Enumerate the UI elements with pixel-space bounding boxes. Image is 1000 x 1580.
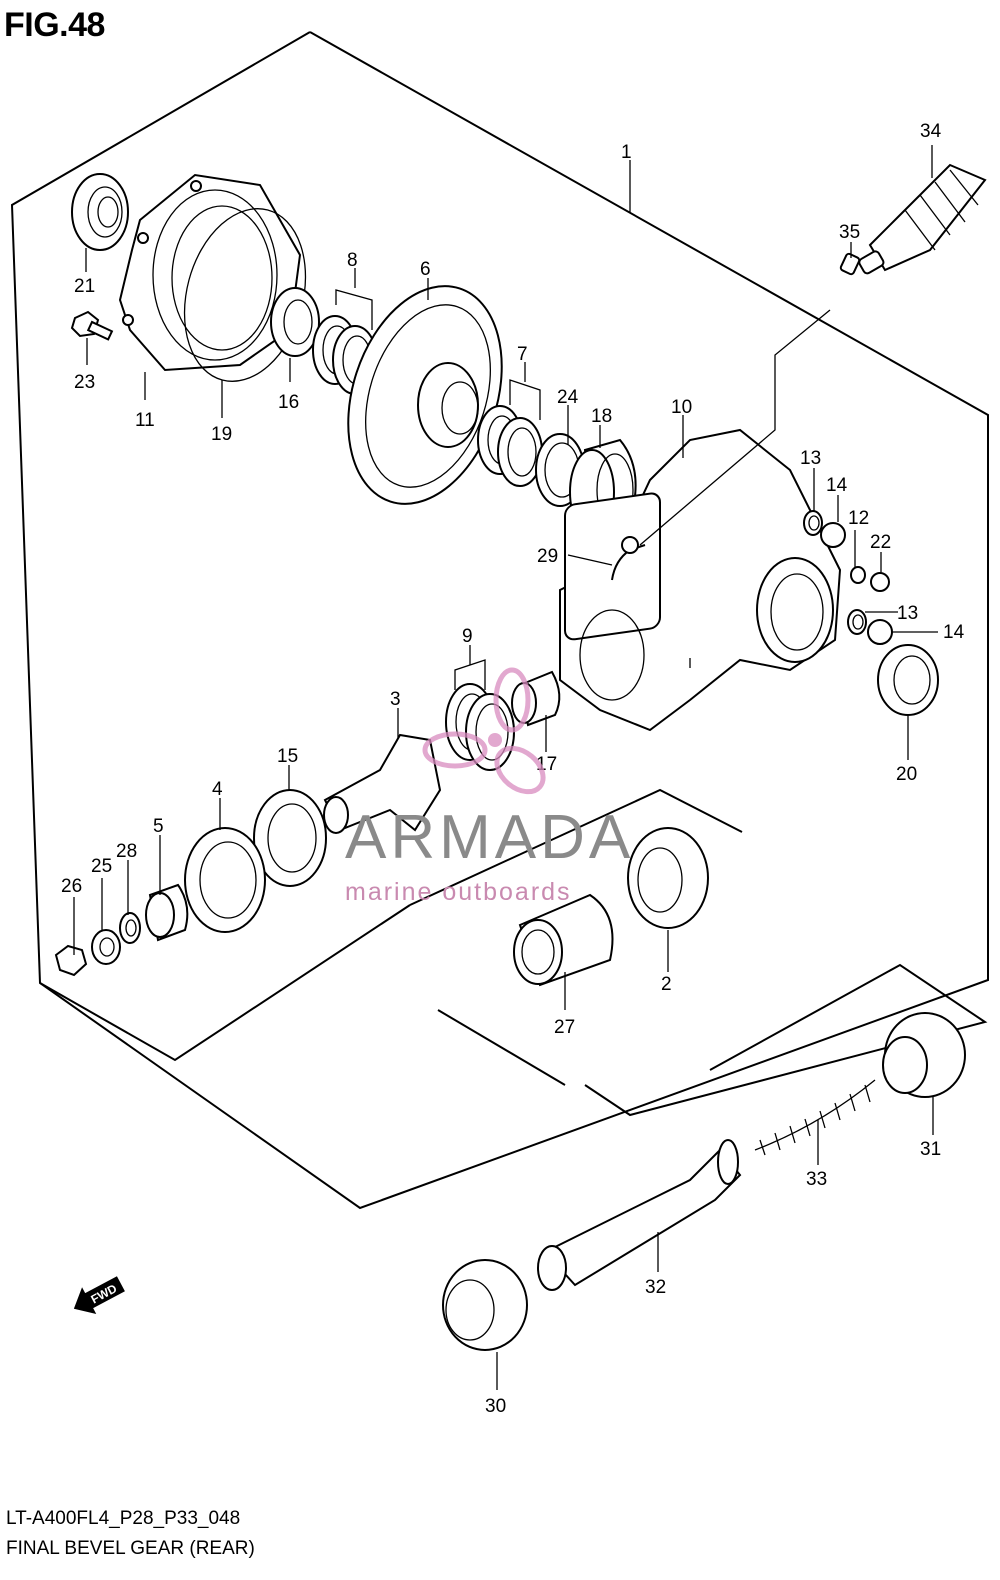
- callout-part-12: 12: [848, 508, 869, 529]
- callout-part-31: 31: [920, 1139, 941, 1160]
- leader-lines: [73, 145, 938, 1390]
- pinion-group-frame: [409, 788, 743, 906]
- callout-part-26: 26: [61, 876, 82, 897]
- callout-numbers: 1234567891011121313141415161718192021222…: [61, 121, 965, 1417]
- callout-part-19: 19: [211, 424, 232, 445]
- part-3-pinion-gear: [323, 733, 442, 834]
- part-16-bearing: [270, 287, 320, 357]
- part-20-oil-seal: [877, 644, 939, 716]
- part-31-cap: [882, 1012, 966, 1098]
- callout-part-24: 24: [557, 387, 579, 408]
- callout-part-18: 18: [591, 406, 612, 427]
- part-6-ring-gear: [347, 285, 503, 505]
- part-21-oil-seal: [71, 173, 129, 251]
- part-13-oil-seal-lower: [847, 609, 867, 635]
- callout-part-9: 9: [462, 626, 473, 647]
- assembly-frame: [10, 31, 989, 1210]
- callout-part-27: 27: [554, 1017, 575, 1038]
- callout-part-16: 16: [278, 392, 299, 413]
- callout-part-10: 10: [671, 397, 692, 418]
- part-10-gear-case: [559, 428, 842, 732]
- part-30-cap: [442, 1259, 528, 1351]
- callout-part-1: 1: [621, 142, 632, 163]
- watermark-tagline: marine outboards: [345, 878, 572, 906]
- part-25-washer: [91, 929, 121, 965]
- callout-part-14: 14: [826, 475, 848, 496]
- part-23-bolt: [70, 310, 114, 341]
- pinion-group-frame-lower: [39, 904, 411, 1062]
- lower-group-frame: [437, 1009, 566, 1086]
- callout-part-4: 4: [212, 779, 223, 800]
- part-17-bushing: [511, 670, 561, 727]
- callout-part-28: 28: [116, 841, 137, 862]
- part-2-oil-seal: [627, 827, 709, 929]
- callout-part-13: 13: [800, 448, 821, 469]
- callout-part-23: 23: [74, 372, 95, 393]
- part-5-spacer: [145, 883, 189, 942]
- callout-part-22: 22: [870, 532, 891, 553]
- watermark-brand: ARMADA: [345, 803, 634, 872]
- figure-name: FINAL BEVEL GEAR (REAR): [6, 1538, 255, 1559]
- callout-part-14: 14: [943, 622, 965, 643]
- part-28-washer: [119, 912, 141, 944]
- callout-part-15: 15: [277, 746, 298, 767]
- part-15-bearing: [253, 789, 327, 887]
- callout-part-20: 20: [896, 764, 917, 785]
- callout-part-35: 35: [839, 222, 860, 243]
- part-33-spring: [754, 1079, 876, 1156]
- callout-part-7: 7: [517, 344, 528, 365]
- callout-part-2: 2: [661, 974, 672, 995]
- part-34-boot: [858, 163, 987, 275]
- figure-title: FIG.48: [4, 6, 105, 44]
- part-14-plug-lower: [867, 619, 893, 645]
- callout-part-32: 32: [645, 1277, 666, 1298]
- callout-part-33: 33: [806, 1169, 827, 1190]
- part-29-breather: [611, 309, 831, 581]
- callout-part-21: 21: [74, 276, 95, 297]
- callout-part-11: 11: [135, 410, 155, 431]
- part-26-nut: [54, 944, 88, 977]
- model-code: LT-A400FL4_P28_P33_048: [6, 1508, 241, 1529]
- callout-part-13: 13: [897, 603, 918, 624]
- part-27-coupling: [513, 893, 614, 987]
- part-11-gear-case-cover: [118, 173, 302, 372]
- callout-part-29: 29: [537, 546, 558, 567]
- callout-part-30: 30: [485, 1396, 506, 1417]
- watermark: ARMADA marine outboards: [345, 667, 634, 906]
- part-14-plug-upper: [820, 522, 846, 548]
- part-4-bearing: [184, 827, 266, 933]
- watermark-propeller-icon: [422, 667, 546, 795]
- fwd-arrow-icon: FWD: [73, 1276, 125, 1314]
- callout-part-8: 8: [347, 250, 358, 271]
- callout-part-6: 6: [420, 259, 431, 280]
- part-32-propeller-shaft: [537, 1139, 742, 1291]
- callout-part-25: 25: [91, 856, 112, 877]
- part-7-shims: [477, 379, 543, 487]
- shaft-group-frame: [584, 963, 988, 1117]
- part-35-clamp: [839, 252, 861, 276]
- callout-part-5: 5: [153, 816, 164, 837]
- part-12-washer: [850, 566, 866, 584]
- callout-part-34: 34: [920, 121, 942, 142]
- part-13-oil-seal-upper: [803, 510, 823, 536]
- part-22-bolt: [870, 572, 890, 592]
- callout-part-3: 3: [390, 689, 401, 710]
